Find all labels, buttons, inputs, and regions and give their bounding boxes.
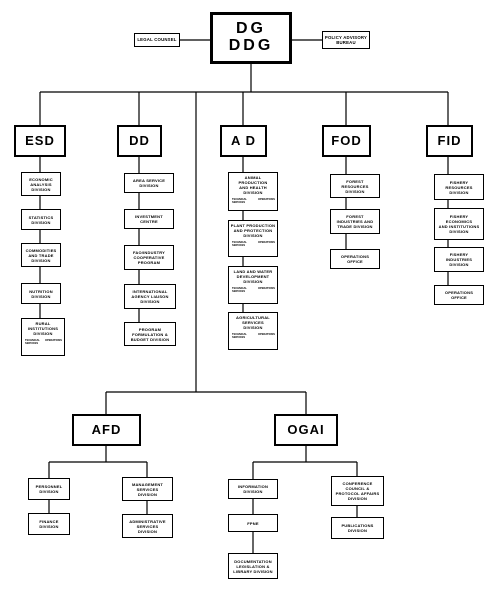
division-label: INVESTMENT CENTRE [135,214,163,224]
afd-division: MANAGEMENT SERVICES DIVISION [122,477,173,501]
dept-esd: ESD [14,125,66,157]
dept-ad: A D [220,125,267,157]
legal-counsel-box: LEGAL COUNSEL [134,33,180,47]
ogai-division: INFORMATION DIVISION [228,479,278,499]
sub-unit-technical: TECHNICAL SERVICES [232,333,247,339]
ad-division: ANIMAL PRODUCTION AND HEALTH DIVISION TE… [228,172,278,211]
fod-division: FOREST INDUSTRIES AND TRADE DIVISION [330,209,380,234]
sub-units: TECHNICAL SERVICES OPERATIONS [230,284,276,293]
division-label: FAO/INDUSTRY COOPERATIVE PROGRAM [132,250,166,265]
fod-division: FOREST RESOURCES DIVISION [330,174,380,198]
division-label: DOCUMENTATION LEGISLATION & LIBRARY DIVI… [233,558,273,574]
fid-division: OPERATIONS OFFICE [434,285,484,305]
sub-unit-operations: OPERATIONS [258,241,275,244]
esd-division: RURAL INSTITUTIONS DIVISION TECHNICAL SE… [21,318,65,356]
dept-afd: AFD [72,414,141,446]
policy-advisory-label: POLICY ADVISORY BUREAU [324,34,368,45]
ogai-division: FPNE [228,514,278,532]
dd-division: INTERNATIONAL AGENCY LIAISON DIVISION [124,284,176,309]
sub-unit-technical: TECHNICAL SERVICES [232,198,247,204]
division-label: OPERATIONS OFFICE [444,290,474,300]
division-label: FISHERY INDUSTRIES DIVISION [445,252,473,267]
dd-division: PROGRAM FORMULATION & BUDGET DIVISION [124,322,176,346]
esd-division: ECONOMIC ANALYSIS DIVISION [21,172,61,196]
dept-fod-label: FOD [331,132,362,148]
dg-box: DG DDG [210,12,292,64]
division-label: CONFERENCE COUNCIL & PROTOCOL AFFAIRS DI… [335,481,380,501]
division-label: INTERNATIONAL AGENCY LIAISON DIVISION [131,289,169,304]
ogai-division: DOCUMENTATION LEGISLATION & LIBRARY DIVI… [228,553,278,579]
sub-unit-operations: OPERATIONS [258,287,275,290]
dept-ogai: OGAI [274,414,338,446]
dept-afd-label: AFD [91,421,122,437]
dept-esd-label: ESD [25,132,55,148]
sub-units: TECHNICAL SERVICES OPERATIONS [230,238,276,247]
afd-division: PERSONNEL DIVISION [28,478,70,500]
sub-unit-technical: TECHNICAL SERVICES [232,287,247,293]
ddg-label: DDG [228,37,274,54]
dept-fid-label: FID [437,132,462,148]
division-label: FOREST INDUSTRIES AND TRADE DIVISION [336,214,374,229]
fod-division: OPERATIONS OFFICE [330,249,380,269]
ogai-division: CONFERENCE COUNCIL & PROTOCOL AFFAIRS DI… [331,476,384,506]
dept-ad-label: A D [231,132,256,148]
division-label: FOREST RESOURCES DIVISION [341,178,369,194]
sub-unit-operations: OPERATIONS [258,333,275,336]
sub-unit-technical: TECHNICAL SERVICES [25,339,40,345]
division-label: PUBLICATIONS DIVISION [341,523,374,533]
dd-division: AREA SERVICE DIVISION [124,173,174,193]
division-label: PROGRAM FORMULATION & BUDGET DIVISION [130,326,170,342]
division-label: NUTRITION DIVISION [29,288,53,299]
ogai-division: PUBLICATIONS DIVISION [331,517,384,539]
ad-division: PLANT PRODUCTION AND PROTECTION DIVISION… [228,220,278,257]
sub-unit-operations: OPERATIONS [258,198,275,201]
ad-division: AGRICULTURAL SERVICES DIVISION TECHNICAL… [228,312,278,350]
division-label: OPERATIONS OFFICE [340,254,370,264]
division-label: INFORMATION DIVISION [237,484,269,494]
dept-ogai-label: OGAI [287,421,325,437]
afd-division: FINANCE DIVISION [28,513,70,535]
division-label: AREA SERVICE DIVISION [132,178,166,188]
division-label: STATISTICS DIVISION [28,214,54,225]
division-label: PLANT PRODUCTION AND PROTECTION DIVISION [230,223,276,238]
division-label: ADMINISTRATIVE SERVICES DIVISION [129,518,166,534]
esd-division: NUTRITION DIVISION [21,283,61,304]
division-label: RURAL INSTITUTIONS DIVISION [27,321,59,336]
fid-division: FISHERY RESOURCES DIVISION [434,174,484,200]
esd-division: COMMODITIES AND TRADE DIVISION [21,243,61,267]
dd-division: FAO/INDUSTRY COOPERATIVE PROGRAM [124,245,174,270]
division-label: MANAGEMENT SERVICES DIVISION [131,481,164,497]
sub-unit-technical: TECHNICAL SERVICES [232,241,247,247]
dd-division: INVESTMENT CENTRE [124,209,174,229]
dept-fod: FOD [322,125,371,157]
division-label: ANIMAL PRODUCTION AND HEALTH DIVISION [238,175,268,195]
division-label: LAND AND WATER DEVELOPMENT DIVISION [233,269,273,284]
afd-division: ADMINISTRATIVE SERVICES DIVISION [122,514,173,538]
legal-counsel-label: LEGAL COUNSEL [137,37,177,43]
dg-label: DG [236,20,266,38]
division-label: ECONOMIC ANALYSIS DIVISION [29,176,53,192]
fid-division: FISHERY INDUSTRIES DIVISION [434,247,484,272]
division-label: PERSONNEL DIVISION [35,484,63,494]
sub-units: TECHNICAL SERVICES OPERATIONS [230,195,276,204]
division-label: FPNE [247,520,259,526]
dept-fid: FID [426,125,473,157]
policy-advisory-box: POLICY ADVISORY BUREAU [322,31,370,49]
sub-units: TECHNICAL SERVICES OPERATIONS [230,330,276,339]
dept-dd-label: DD [129,132,150,148]
division-label: FINANCE DIVISION [39,519,59,529]
division-label: AGRICULTURAL SERVICES DIVISION [236,315,270,330]
division-label: FISHERY ECONOMICS AND INSTITUTIONS DIVIS… [438,214,480,234]
dept-dd: DD [117,125,162,157]
ad-division: LAND AND WATER DEVELOPMENT DIVISION TECH… [228,266,278,304]
sub-units: TECHNICAL SERVICES OPERATIONS [23,336,63,345]
fid-division: FISHERY ECONOMICS AND INSTITUTIONS DIVIS… [434,208,484,240]
division-label: FISHERY RESOURCES DIVISION [445,179,473,195]
sub-unit-operations: OPERATIONS [45,339,62,342]
esd-division: STATISTICS DIVISION [21,209,61,230]
division-label: COMMODITIES AND TRADE DIVISION [25,247,57,263]
